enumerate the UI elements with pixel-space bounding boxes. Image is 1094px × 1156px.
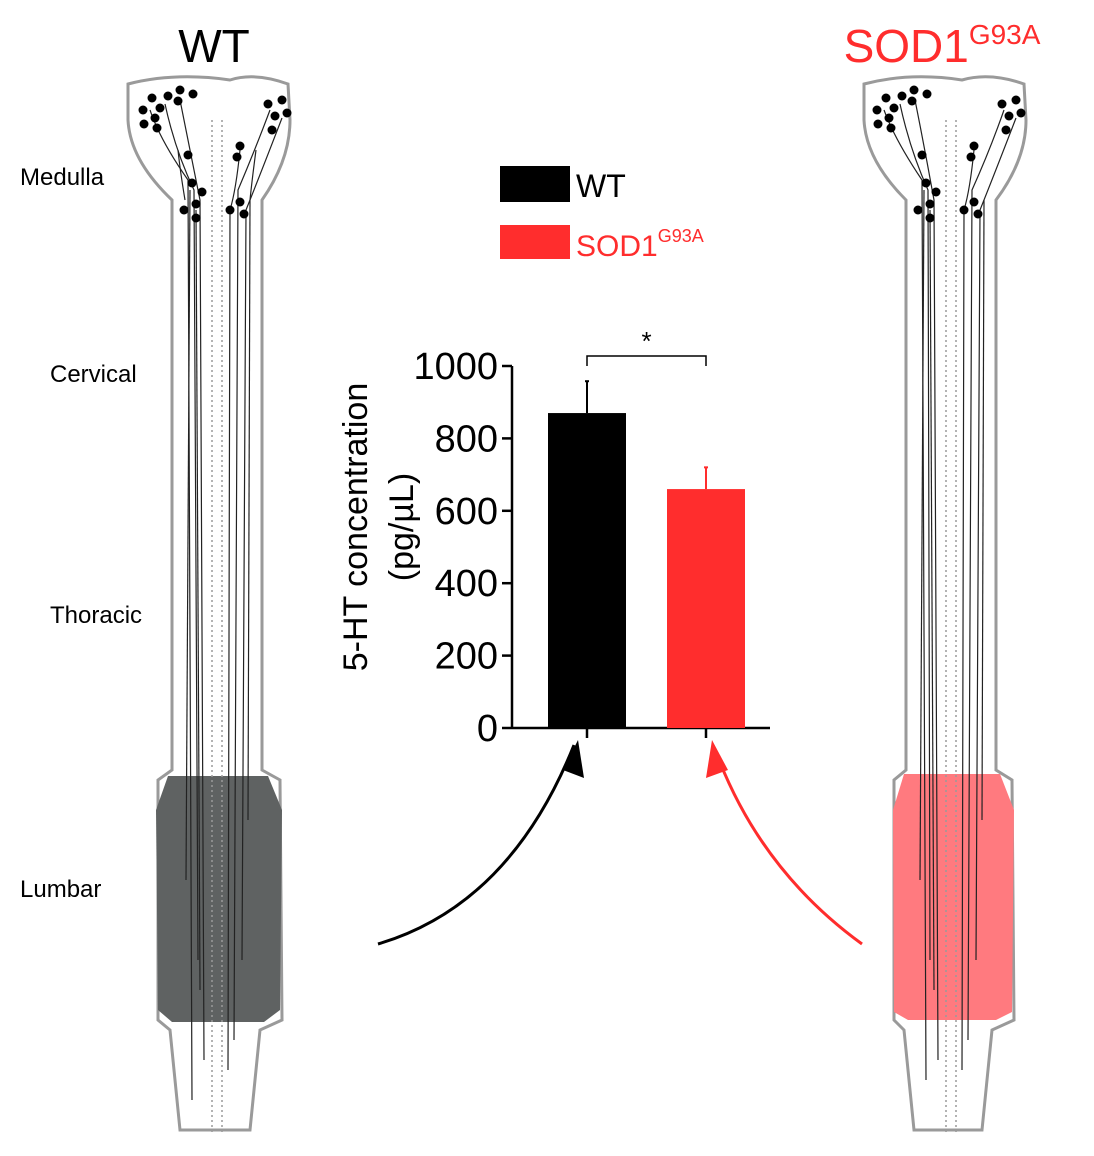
y-tick-label: 1000 xyxy=(413,346,498,388)
legend-swatch-wt xyxy=(500,166,570,202)
significance-star: * xyxy=(641,326,651,356)
region-label-lumbar: Lumbar xyxy=(20,876,101,903)
wt-arrowhead xyxy=(563,740,584,778)
legend-label-sod1: SOD1G93A xyxy=(576,226,704,263)
wt-lumbar-region xyxy=(156,776,282,1022)
legend-label-sod1-superscript: G93A xyxy=(658,226,704,246)
y-axis-label-line2: (pg/µL) xyxy=(383,473,421,581)
region-label-thoracic: Thoracic xyxy=(50,602,142,629)
sod1-title: SOD1G93A xyxy=(844,19,1041,72)
region-label-medulla: Medulla xyxy=(20,164,105,191)
sod1-arrow xyxy=(714,751,863,946)
sod1-title-superscript: G93A xyxy=(969,19,1041,50)
sod1-neurons xyxy=(872,85,1026,223)
bar-chart: 0 200 400 600 800 1000 * 5-HT concentration(pg/… xyxy=(337,326,770,750)
legend-label-wt: WT xyxy=(576,168,626,204)
sod1-title-main: SOD1 xyxy=(844,20,969,72)
significance-bracket xyxy=(586,355,707,366)
wt-neurons xyxy=(138,85,292,223)
sod1-lumbar-region xyxy=(893,774,1014,1020)
arrows xyxy=(377,740,863,946)
sod1-spinal-cord: SOD1G93A xyxy=(844,19,1041,1132)
wt-spinal-cord: WT Medulla Cervical Thoracic Lumbar xyxy=(20,20,292,1132)
y-tick-label: 400 xyxy=(435,563,498,605)
y-tick-label: 200 xyxy=(435,636,498,678)
wt-title: WT xyxy=(178,20,250,72)
legend: WT SOD1G93A xyxy=(500,166,704,263)
wt-arrow xyxy=(377,744,576,946)
y-tick-label: 800 xyxy=(435,418,498,460)
y-axis-label-line1: 5-HT concentration xyxy=(337,383,375,672)
region-label-cervical: Cervical xyxy=(50,361,137,388)
bar-wt xyxy=(548,413,626,728)
legend-swatch-sod1 xyxy=(500,225,570,259)
y-tick-label: 600 xyxy=(435,491,498,533)
y-tick-label: 0 xyxy=(477,708,498,750)
legend-label-sod1-main: SOD1 xyxy=(576,230,658,263)
sod1-arrowhead xyxy=(706,740,728,778)
bar-sod1 xyxy=(667,489,745,728)
